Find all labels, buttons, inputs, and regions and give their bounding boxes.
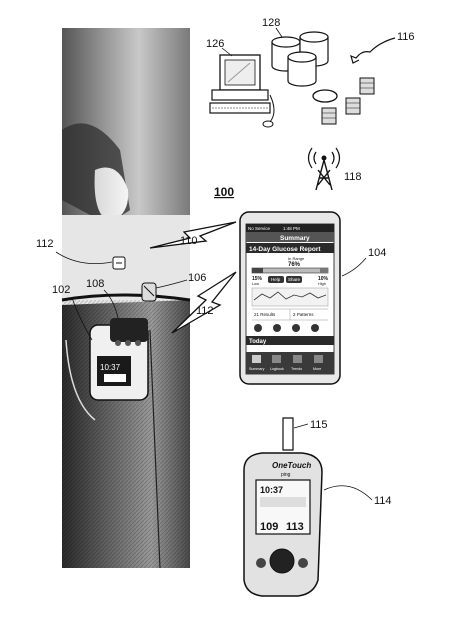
results-count: 21 Results [254, 312, 276, 317]
nav-title: Summary [280, 235, 310, 242]
ref-pump: 102 [52, 284, 70, 296]
smartphone: No Service 1:48 PM Summary 14-Day Glucos… [239, 211, 341, 385]
insulin-pump: 10:37 [89, 318, 149, 401]
waistband [61, 293, 191, 302]
range-bar [251, 267, 329, 274]
today-header: Today [249, 339, 267, 345]
wireless-link-112 [171, 271, 237, 334]
lightning-bolt-icon [149, 221, 237, 249]
trends-tab-icon[interactable] [293, 355, 302, 363]
ref-link-112-top: 112 [36, 238, 54, 250]
meter-ok-button[interactable] [269, 548, 295, 574]
status-time: 1:48 PM [283, 226, 300, 231]
database-icon [287, 51, 317, 87]
in-range-label: In Range [288, 256, 305, 261]
ref-link-112-bottom: 112 [196, 305, 214, 317]
ref-smartphone: 104 [368, 247, 386, 259]
tab-logbook[interactable]: Logbook [270, 367, 284, 371]
ref-network: 116 [397, 31, 415, 43]
low-value: 15% [252, 276, 263, 282]
server-icon [359, 77, 375, 95]
mouse [262, 120, 274, 128]
hand [94, 167, 129, 222]
cgm-sensor [141, 282, 157, 302]
meter-model: ping [281, 472, 291, 478]
range-bar-low [252, 268, 263, 273]
pump-clip [110, 318, 148, 342]
lightning-bolt-icon [171, 271, 237, 334]
tab-summary[interactable]: Summary [249, 367, 265, 371]
range-bar-high [320, 268, 328, 273]
meter-reading-right: 113 [286, 521, 304, 533]
network-cloud [312, 77, 375, 125]
figure-label: 100 [214, 185, 234, 199]
ref-sensor: 106 [188, 272, 206, 284]
logbook-tab-icon[interactable] [272, 355, 281, 363]
svg-text:Help: Help [271, 277, 281, 282]
meter-brand: OneTouch [272, 461, 311, 470]
in-range-value: 76% [288, 262, 301, 268]
activity-icon[interactable] [292, 324, 300, 332]
patterns-count: 2 Patterns [293, 312, 314, 317]
summary-tab-icon[interactable] [252, 355, 261, 363]
ref-strip: 115 [310, 419, 328, 431]
computer-workstation [209, 54, 275, 128]
svg-text:Share: Share [288, 277, 301, 282]
pump-button [125, 340, 131, 346]
pocket-seam [65, 339, 96, 421]
drop-icon[interactable] [254, 324, 262, 332]
ref-tower: 118 [344, 171, 362, 183]
server-icon [345, 97, 361, 115]
waist-skin [62, 215, 190, 305]
server-icon [321, 107, 337, 125]
high-value: 10% [318, 276, 329, 282]
ref-computer: 126 [206, 38, 224, 50]
low-label: Low [252, 282, 259, 286]
ref-pump-clip: 108 [86, 278, 104, 290]
tab-share[interactable] [286, 276, 302, 283]
pump-button [135, 340, 141, 346]
glucose-meter: OneTouch ping 10:37 109 113 [243, 452, 323, 597]
pump-button [115, 340, 121, 346]
meter-time: 10:37 [260, 485, 283, 495]
sensor-tag [112, 256, 126, 270]
meter-reading-left: 109 [260, 521, 278, 533]
wireless-link-110 [149, 221, 237, 249]
carbs-icon[interactable] [273, 324, 281, 332]
database-cluster [271, 31, 329, 87]
tab-help[interactable] [268, 276, 284, 283]
cell-tower-icon [307, 147, 341, 191]
more-tab-icon[interactable] [314, 355, 323, 363]
meter-left-button[interactable] [256, 558, 266, 568]
ref-meter: 114 [374, 495, 392, 507]
report-title: 14-Day Glucose Report [249, 246, 321, 253]
tab-bar [246, 352, 334, 374]
person-photo [61, 28, 191, 569]
test-strip [282, 417, 294, 451]
status-carrier: No Service [248, 226, 271, 231]
ref-link-110: 110 [180, 235, 198, 247]
tab-more[interactable]: More [313, 367, 321, 371]
pump-time: 10:37 [100, 363, 121, 372]
ref-databases: 128 [262, 17, 280, 29]
meter-right-button[interactable] [298, 558, 308, 568]
tab-trends[interactable]: Trends [291, 367, 302, 371]
network-ring-icon [312, 89, 338, 103]
meds-icon[interactable] [311, 324, 319, 332]
high-label: High [318, 282, 326, 286]
